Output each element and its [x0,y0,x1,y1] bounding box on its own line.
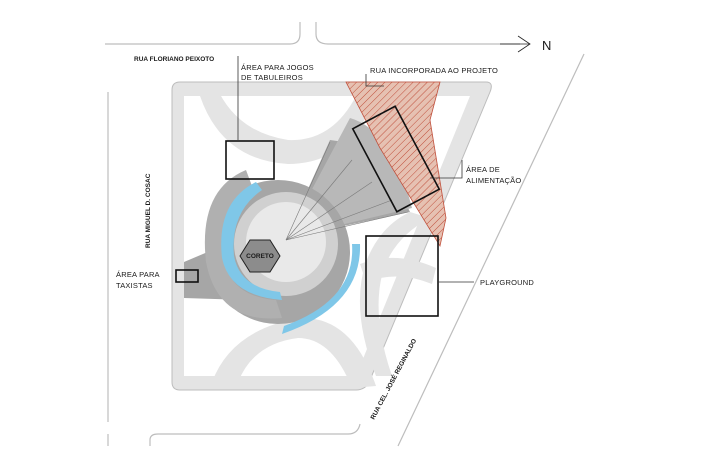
walkway-east-curve [359,212,430,376]
street-north: RUA FLORIANO PEIXOTO [134,56,214,63]
label-playground: PLAYGROUND [480,278,534,287]
label-taxi-2: TAXISTAS [116,281,153,290]
street-curbs [105,22,585,447]
water-arc-west [221,182,282,300]
curb-south [149,423,361,446]
street-west: RUA MIGUEL D. COSAC [145,173,152,248]
curb-north-left [105,22,301,45]
label-board-games-1: ÁREA PARA JOGOS [241,63,314,72]
label-board-games-2: DE TABULEIROS [241,73,303,82]
radial-lines [285,141,409,241]
label-food-1: ÁREA DE [466,165,500,174]
north-label: N [542,38,551,53]
coreto-label: CORETO [246,253,274,260]
coreto-hexagon [239,239,281,273]
crescent-west [204,170,282,319]
curb-north-right [315,22,520,45]
walkway-south-arc [210,317,376,388]
incorporated-street-hatch [345,81,447,248]
board-games-area [225,140,275,180]
label-incorporated-street: RUA INCORPORADA AO PROJETO [370,66,498,75]
label-taxi-1: ÁREA PARA [116,270,160,279]
label-food-2: ALIMENTAÇÃO [466,176,521,185]
taxi-area [175,269,199,283]
curb-east-diagonal [397,53,585,447]
north-arrow-icon [500,35,531,53]
walkway-playground-arc [360,257,436,284]
food-area [351,105,441,213]
playground-area [365,235,439,317]
leader-lines [237,56,474,283]
water-arc-southeast [282,244,361,334]
